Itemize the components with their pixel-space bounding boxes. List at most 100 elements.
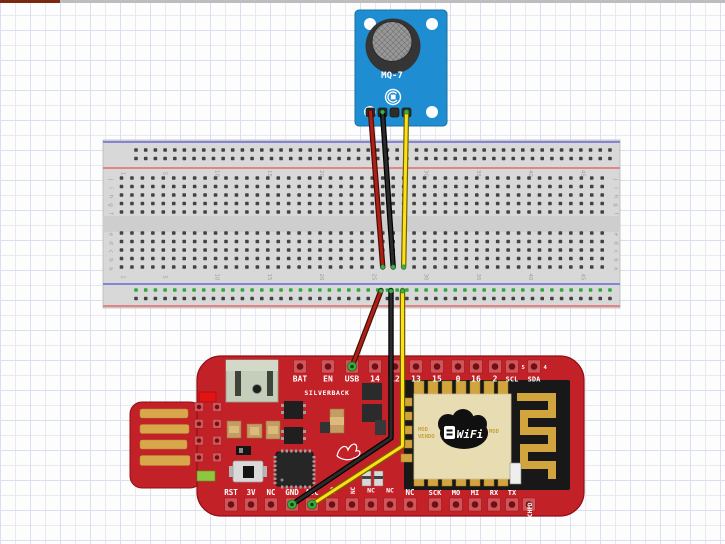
breadboard-hole[interactable] [161,256,166,261]
breadboard-hole[interactable] [412,239,416,244]
breadboard-hole[interactable] [213,265,218,269]
breadboard-hole[interactable] [203,193,207,197]
breadboard-hole[interactable] [380,193,385,197]
breadboard-hole[interactable] [286,231,291,235]
breadboard-hole[interactable] [221,296,225,301]
breadboard-hole[interactable] [140,231,145,235]
breadboard-hole[interactable] [395,296,399,301]
breadboard-hole[interactable] [412,210,416,214]
breadboard-hole[interactable] [356,296,361,301]
breadboard-hole[interactable] [433,265,437,269]
breadboard-hole[interactable] [213,176,218,180]
breadboard-hole[interactable] [501,296,506,301]
breadboard-hole[interactable] [589,248,594,252]
breadboard-hole[interactable] [339,184,343,189]
breadboard-hole[interactable] [250,148,254,152]
breadboard-hole[interactable] [327,148,332,152]
breadboard-hole[interactable] [537,256,542,261]
breadboard-hole[interactable] [224,239,228,244]
breadboard-hole[interactable] [119,176,124,180]
breadboard-hole[interactable] [537,176,542,180]
breadboard-hole[interactable] [443,231,448,235]
breadboard-hole[interactable] [433,256,437,261]
breadboard-hole[interactable] [495,193,500,197]
breadboard-hole[interactable] [548,231,552,235]
breadboard-hole[interactable] [521,156,525,161]
breadboard-hole[interactable] [558,248,563,252]
breadboard-hole[interactable] [434,156,438,161]
breadboard-hole[interactable] [501,156,506,161]
breadboard-hole[interactable] [453,156,457,161]
breadboard-hole-connected[interactable] [192,288,196,292]
breadboard-hole[interactable] [589,210,594,214]
breadboard-hole[interactable] [245,256,249,261]
breadboard-hole[interactable] [234,239,239,244]
breadboard-hole[interactable] [434,148,438,152]
breadboard-hole[interactable] [234,176,239,180]
pin-bottom-RX[interactable]: RX [487,489,501,512]
breadboard-hole[interactable] [349,239,354,244]
breadboard-hole[interactable] [443,193,448,197]
breadboard-hole[interactable] [370,265,375,269]
breadboard-hole[interactable] [527,193,531,197]
breadboard-hole[interactable] [558,265,563,269]
breadboard-hole[interactable] [245,193,249,197]
breadboard-hole[interactable] [600,184,604,189]
breadboard-hole[interactable] [370,193,375,197]
pin-top-14[interactable]: 14 [368,359,382,384]
breadboard-hole[interactable] [224,184,228,189]
breadboard-hole[interactable] [328,265,333,269]
breadboard-hole[interactable] [339,265,343,269]
breadboard-hole[interactable] [579,193,584,197]
breadboard-hole[interactable] [349,193,354,197]
breadboard-hole-connected[interactable] [598,288,603,292]
breadboard-hole[interactable] [558,184,563,189]
breadboard-hole[interactable] [558,176,563,180]
breadboard-hole[interactable] [464,193,469,197]
breadboard-hole[interactable] [548,201,552,206]
breadboard-hole[interactable] [171,248,176,252]
breadboard-hole[interactable] [349,184,354,189]
breadboard-hole[interactable] [380,176,385,180]
breadboard-hole[interactable] [579,248,584,252]
breadboard-hole[interactable] [163,156,167,161]
breadboard-hole[interactable] [328,231,333,235]
breadboard-hole[interactable] [192,176,197,180]
breadboard-hole[interactable] [328,184,333,189]
pin-bottom-MO[interactable]: MO [449,489,463,512]
breadboard-hole[interactable] [475,210,479,214]
breadboard-hole[interactable] [360,265,364,269]
breadboard-hole[interactable] [475,248,479,252]
breadboard-hole-connected[interactable] [579,288,583,292]
breadboard-hole[interactable] [579,256,584,261]
breadboard-hole[interactable] [297,201,301,206]
breadboard-hole[interactable] [245,210,249,214]
breadboard-hole[interactable] [213,184,218,189]
breadboard-hole[interactable] [424,148,428,152]
breadboard-hole[interactable] [151,193,155,197]
breadboard-hole[interactable] [318,210,322,214]
breadboard-hole[interactable] [391,193,395,197]
breadboard-hole[interactable] [548,176,552,180]
breadboard-hole[interactable] [230,156,235,161]
breadboard-hole[interactable] [203,210,207,214]
breadboard-hole[interactable] [161,201,166,206]
breadboard-hole[interactable] [422,239,427,244]
breadboard-hole[interactable] [192,239,197,244]
breadboard-hole[interactable] [140,201,145,206]
breadboard-hole-connected[interactable] [308,288,312,292]
breadboard-hole[interactable] [266,231,270,235]
breadboard-hole[interactable] [569,265,573,269]
breadboard-hole[interactable] [182,156,187,161]
esp-wifi-module[interactable]: MOD VENDO MOD WiFi [400,380,570,490]
pin-bottom-CHPD[interactable]: CHPD [522,497,536,517]
breadboard-hole[interactable] [328,239,333,244]
breadboard-hole[interactable] [453,296,457,301]
breadboard-hole[interactable] [221,148,225,152]
breadboard-hole[interactable] [279,148,283,152]
breadboard-hole[interactable] [308,156,312,161]
breadboard-hole[interactable] [579,239,584,244]
breadboard-hole[interactable] [558,201,563,206]
breadboard-hole[interactable] [339,176,343,180]
breadboard-hole[interactable] [550,156,554,161]
